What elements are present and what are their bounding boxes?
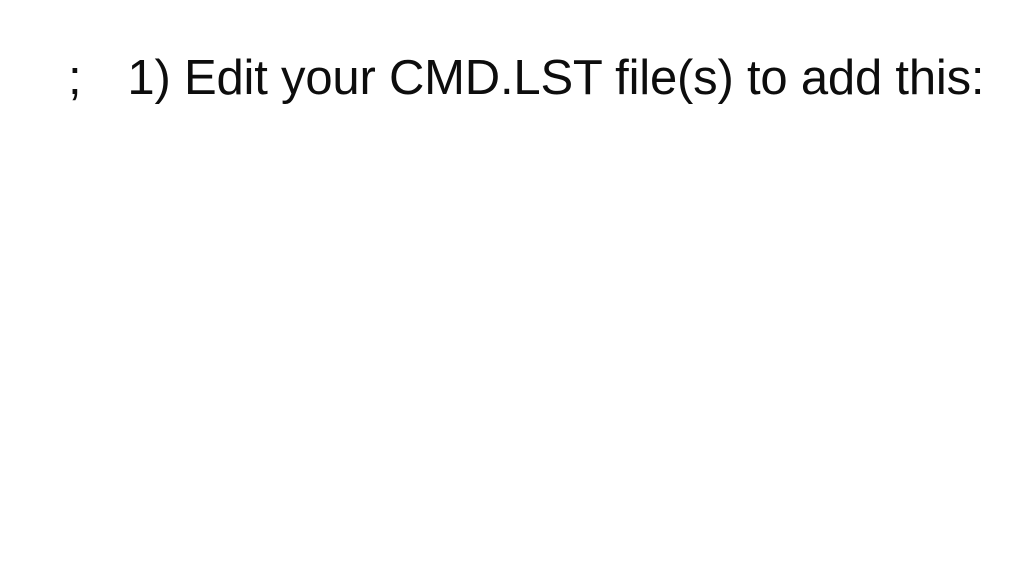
body-line-text: 1) Edit your CMD.LST file(s) to add this… — [127, 51, 985, 105]
line-marker: ; — [68, 51, 82, 105]
body-line: ; 1) Edit your CMD.LST file(s) to add thi… — [68, 48, 984, 108]
content-placeholder[interactable]: ; 1) Edit your CMD.LST file(s) to add thi… — [68, 48, 984, 518]
